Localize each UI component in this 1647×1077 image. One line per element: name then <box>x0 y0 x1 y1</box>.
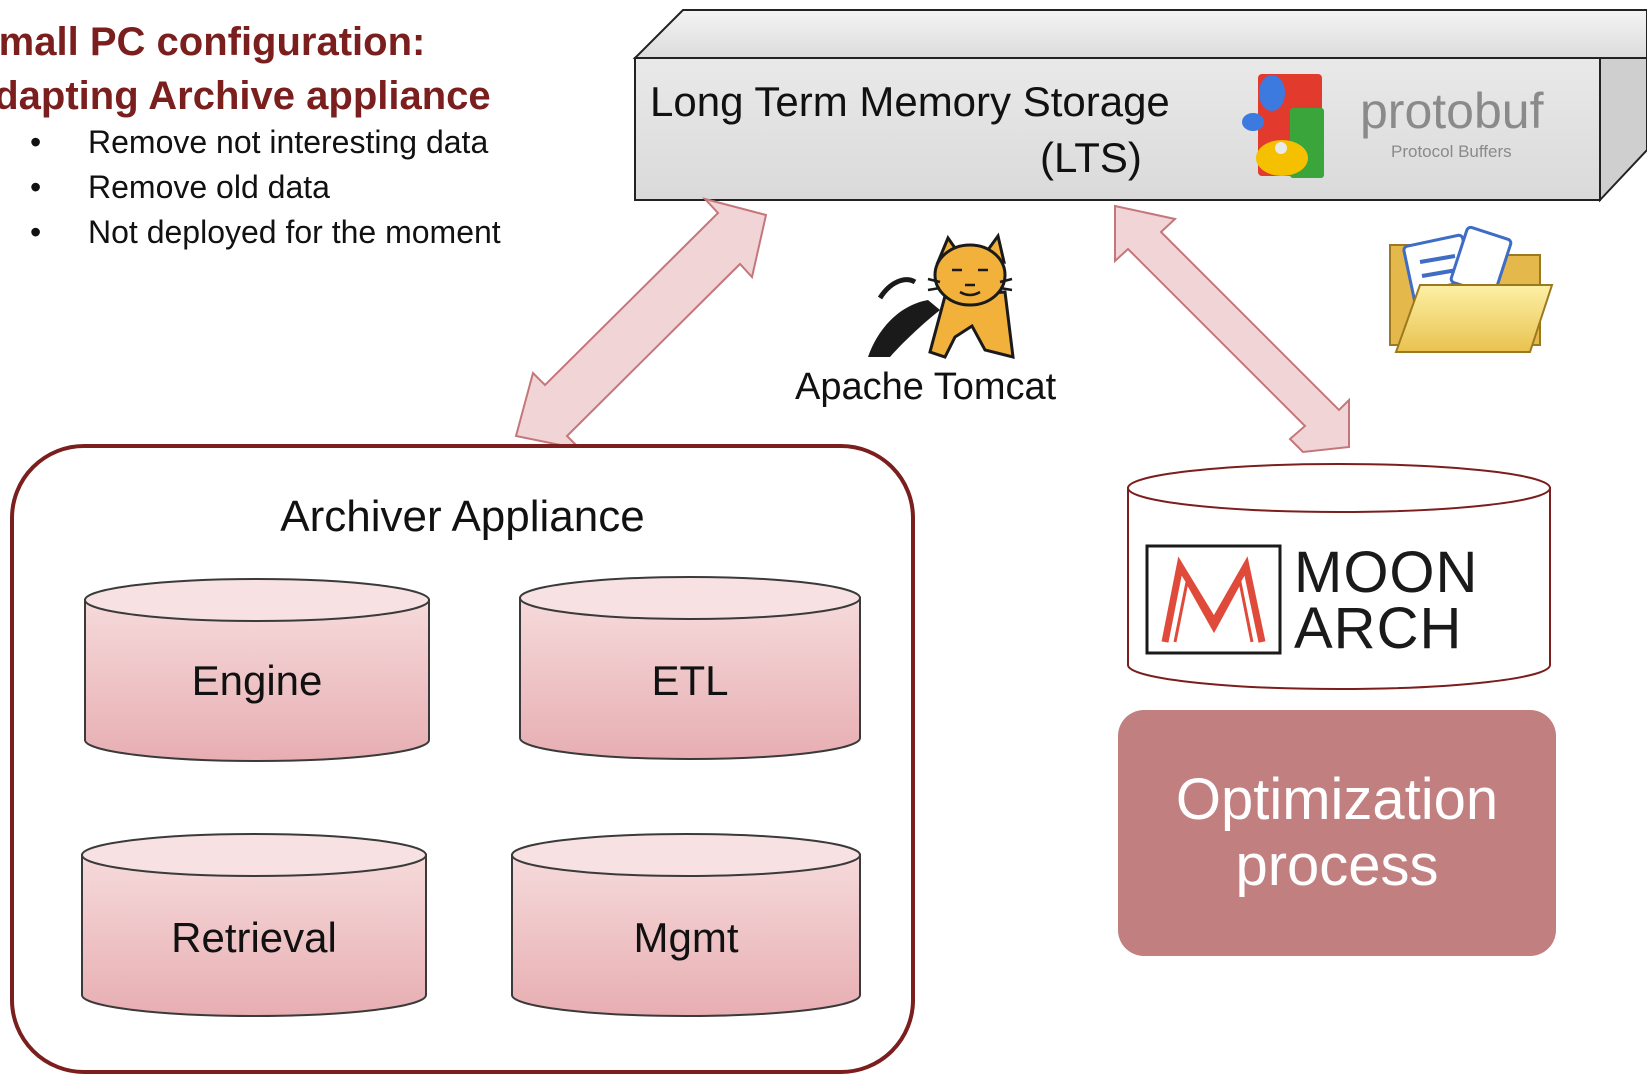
engine-label: Engine <box>191 657 323 704</box>
slide-title-line-2: adapting Archive appliance <box>0 74 491 118</box>
cylinder-engine <box>84 578 430 762</box>
mgmt-label: Mgmt <box>633 914 739 961</box>
etl-label: ETL <box>651 657 729 704</box>
bullet-dot: • <box>30 124 42 160</box>
archiver-title: Archiver Appliance <box>280 492 645 541</box>
slide-title-line-1: Small PC configuration: <box>0 20 426 64</box>
lts-label-line-2: (LTS) <box>1040 134 1142 181</box>
google-logo-icon <box>1242 74 1324 178</box>
bullet-dot: • <box>30 214 42 250</box>
lts-box-top <box>632 9 1647 59</box>
optimization-process-label: Optimization process <box>1175 767 1499 898</box>
tomcat-label: Apache Tomcat <box>795 366 1057 408</box>
lts-box-front <box>634 57 1601 201</box>
protobuf-subtitle: Protocol Buffers <box>1391 142 1512 161</box>
cylinder-retrieval <box>81 833 427 1017</box>
moonarch-logo-icon <box>1145 544 1282 655</box>
bullet-list: •Remove not interesting data •Remove old… <box>30 120 501 255</box>
protobuf-name: protobuf <box>1360 83 1544 139</box>
arrow-lts-to-moonarch <box>1114 204 1350 454</box>
lts-label-line-1: Long Term Memory Storage <box>650 78 1170 125</box>
optimization-process-box: Optimization process <box>1118 710 1556 956</box>
moonarch-line-1: MOON <box>1294 540 1479 605</box>
bullet-item: •Not deployed for the moment <box>30 210 501 255</box>
cylinder-mgmt <box>511 833 861 1017</box>
lts-box <box>632 9 1647 203</box>
document-folder-icon <box>1389 225 1554 353</box>
arrow-lts-to-archiver <box>514 197 768 451</box>
bullet-item: •Remove old data <box>30 165 501 210</box>
tomcat-cat-icon <box>868 232 1015 359</box>
retrieval-label: Retrieval <box>171 914 337 961</box>
bullet-item: •Remove not interesting data <box>30 120 501 165</box>
moonarch-line-2: ARCH <box>1294 596 1463 661</box>
cylinder-etl <box>519 576 861 760</box>
bullet-dot: • <box>30 169 42 205</box>
lts-box-side <box>1599 57 1647 203</box>
